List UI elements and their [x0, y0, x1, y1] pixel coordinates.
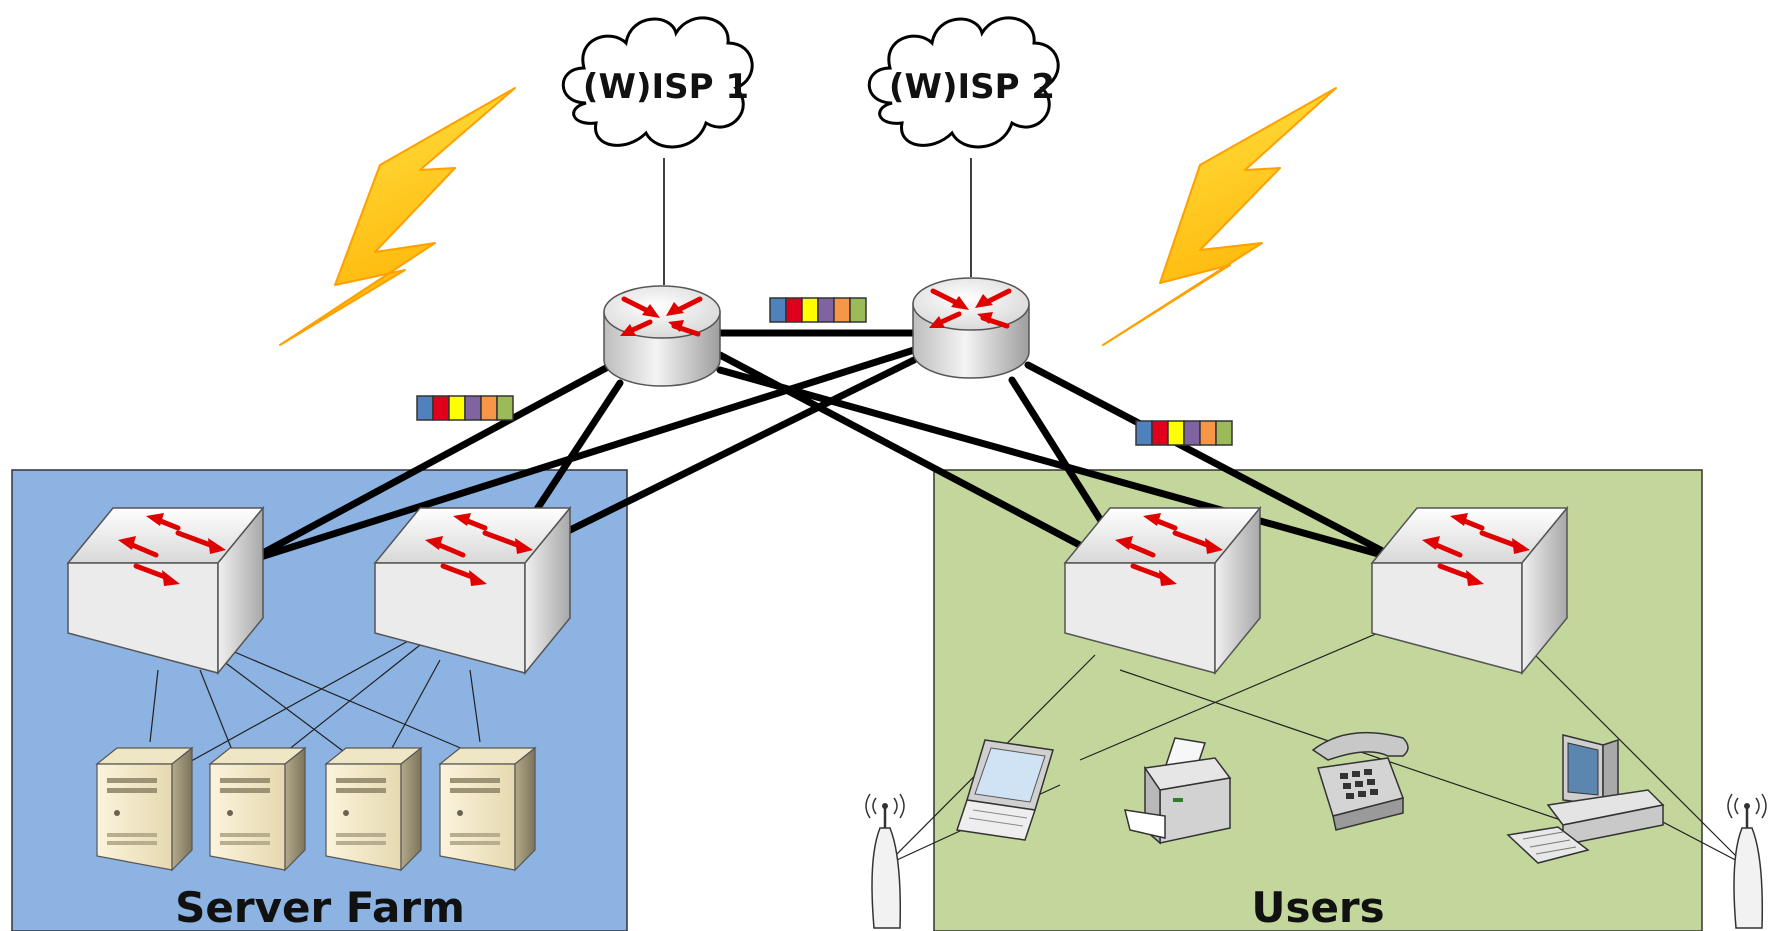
- qos-queue-segment: [785, 297, 803, 323]
- switch-users-2[interactable]: [1370, 505, 1569, 676]
- qos-queue-segment: [480, 395, 498, 421]
- qos-queue-segment: [1215, 420, 1233, 446]
- switch-server-2[interactable]: [373, 505, 572, 676]
- server-icon[interactable]: [95, 746, 194, 872]
- router-arrows-icon: [620, 296, 703, 337]
- qos-queue-segment: [1151, 420, 1169, 446]
- cloud-icon: [561, 16, 754, 149]
- qos-queue-segment: [1183, 420, 1201, 446]
- qos-queue-segment: [817, 297, 835, 323]
- server-icon[interactable]: [324, 746, 423, 872]
- wireless-ap-icon[interactable]: [1727, 793, 1767, 929]
- cloud-isp2[interactable]: (W)ISP 2: [867, 16, 1060, 149]
- cloud-isp1[interactable]: (W)ISP 1: [561, 16, 754, 149]
- router-arrows-icon: [929, 288, 1012, 329]
- laptop-icon[interactable]: [956, 739, 1054, 841]
- server-farm-label: Server Farm: [175, 883, 465, 931]
- router-2[interactable]: [912, 277, 1030, 379]
- qos-queue-segment: [833, 297, 851, 323]
- qos-queue-segment: [1199, 420, 1217, 446]
- qos-queue-segment: [1167, 420, 1185, 446]
- qos-queue-bar-top: [769, 297, 867, 323]
- qos-queue-segment: [496, 395, 514, 421]
- qos-queue-segment: [448, 395, 466, 421]
- printer-icon[interactable]: [1123, 737, 1232, 845]
- desktop-icon[interactable]: [1506, 734, 1665, 864]
- phone-icon[interactable]: [1311, 731, 1409, 831]
- wireless-ap-icon[interactable]: [865, 793, 905, 929]
- router-1[interactable]: [603, 285, 721, 387]
- servers: [95, 746, 537, 872]
- cloud-label: (W)ISP 1: [583, 67, 749, 107]
- qos-queue-segment: [849, 297, 867, 323]
- switch-arrows-icon: [118, 513, 226, 586]
- lightning-icon: [1102, 87, 1337, 346]
- lightning-icon: [279, 87, 516, 346]
- qos-queue-bar-right: [1135, 420, 1233, 446]
- switch-arrows-icon: [1422, 513, 1530, 586]
- switch-users-1[interactable]: [1063, 505, 1262, 676]
- qos-queue-segment: [432, 395, 450, 421]
- server-icon[interactable]: [208, 746, 307, 872]
- users-label: Users: [1251, 883, 1384, 931]
- qos-queue-segment: [416, 395, 434, 421]
- switch-arrows-icon: [425, 513, 533, 586]
- switch-arrows-icon: [1115, 513, 1223, 586]
- qos-queue-segment: [769, 297, 787, 323]
- switch-server-1[interactable]: [66, 505, 265, 676]
- qos-queue-segment: [464, 395, 482, 421]
- qos-queue-segment: [801, 297, 819, 323]
- backbone-links: [244, 329, 1404, 565]
- cloud-label: (W)ISP 2: [889, 67, 1055, 107]
- qos-queue-bar-left: [416, 395, 514, 421]
- qos-queue-segment: [1135, 420, 1153, 446]
- cloud-icon: [867, 16, 1060, 149]
- server-icon[interactable]: [438, 746, 537, 872]
